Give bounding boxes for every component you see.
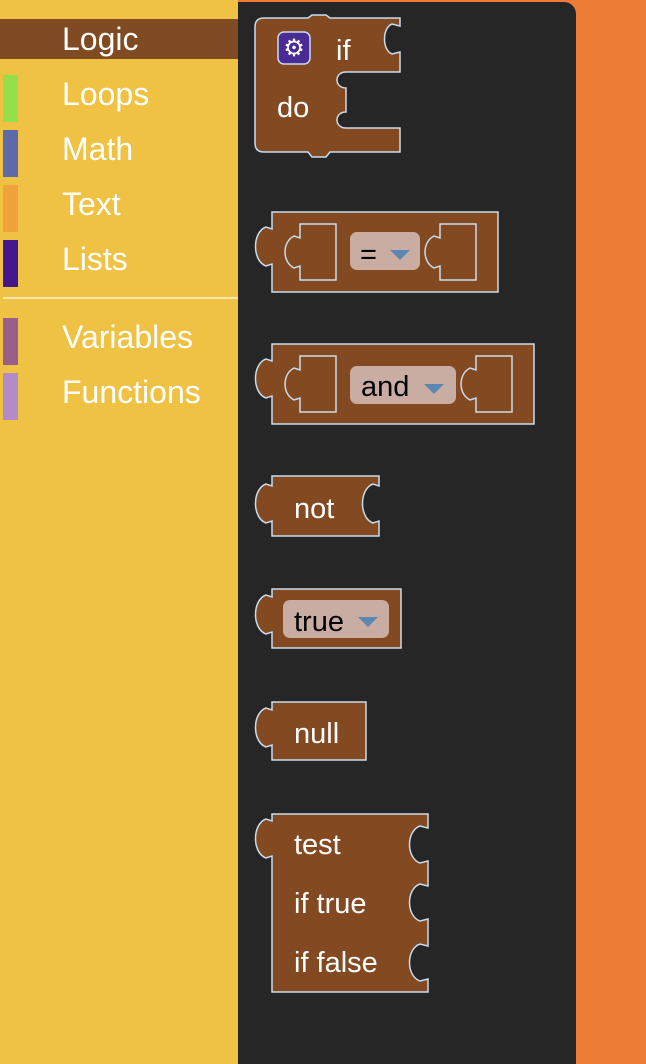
gear-icon: ⚙ [283, 34, 305, 62]
category-functions[interactable]: Functions [0, 372, 238, 420]
category-variables[interactable]: Variables [0, 317, 238, 365]
category-swatch [3, 185, 18, 232]
null-label: null [294, 718, 339, 750]
logic-operation-block[interactable]: and [254, 343, 535, 425]
block-flyout: ⚙ if do = and not [238, 2, 576, 1064]
category-label: Logic [62, 21, 139, 57]
toolbox: Logic Loops Math Text Lists Variables Fu… [0, 0, 238, 1064]
if-true-label: if true [294, 888, 367, 920]
boolean-dropdown[interactable] [283, 600, 389, 638]
category-label: Functions [62, 374, 201, 410]
category-text[interactable]: Text [0, 184, 238, 232]
if-block[interactable]: ⚙ if do [254, 14, 401, 158]
test-label: test [294, 829, 341, 861]
dropdown-arrow-icon [390, 250, 410, 260]
category-label: Text [62, 186, 121, 222]
category-label: Loops [62, 76, 150, 112]
if-label: if [336, 35, 351, 67]
not-block[interactable]: not [254, 475, 380, 537]
operator-value: and [361, 371, 409, 403]
category-label: Lists [62, 241, 128, 277]
operator-dropdown[interactable] [350, 232, 420, 270]
category-label: Math [62, 131, 134, 167]
category-swatch [3, 75, 18, 122]
category-swatch [3, 130, 18, 177]
boolean-block[interactable]: true [254, 588, 402, 649]
boolean-value: true [294, 606, 344, 638]
if-false-label: if false [294, 947, 378, 979]
compare-block[interactable]: = [254, 211, 499, 293]
dropdown-arrow-icon [424, 384, 444, 394]
not-label: not [294, 493, 334, 525]
category-swatch [3, 240, 18, 287]
category-swatch [3, 318, 18, 365]
category-lists[interactable]: Lists [0, 239, 238, 287]
operator-dropdown[interactable] [350, 366, 456, 404]
category-math[interactable]: Math [0, 129, 238, 177]
workspace-canvas[interactable] [576, 0, 646, 1064]
category-logic[interactable]: Logic [0, 19, 238, 59]
ternary-block[interactable]: test if true if false [254, 813, 429, 993]
category-label: Variables [62, 319, 194, 355]
null-block[interactable]: null [254, 701, 367, 761]
category-swatch [3, 373, 18, 420]
mutator-gear-button[interactable] [277, 31, 311, 65]
dropdown-arrow-icon [358, 617, 378, 627]
do-label: do [277, 92, 309, 124]
operator-value: = [360, 239, 377, 271]
category-loops[interactable]: Loops [0, 74, 238, 122]
toolbox-separator [3, 297, 238, 299]
